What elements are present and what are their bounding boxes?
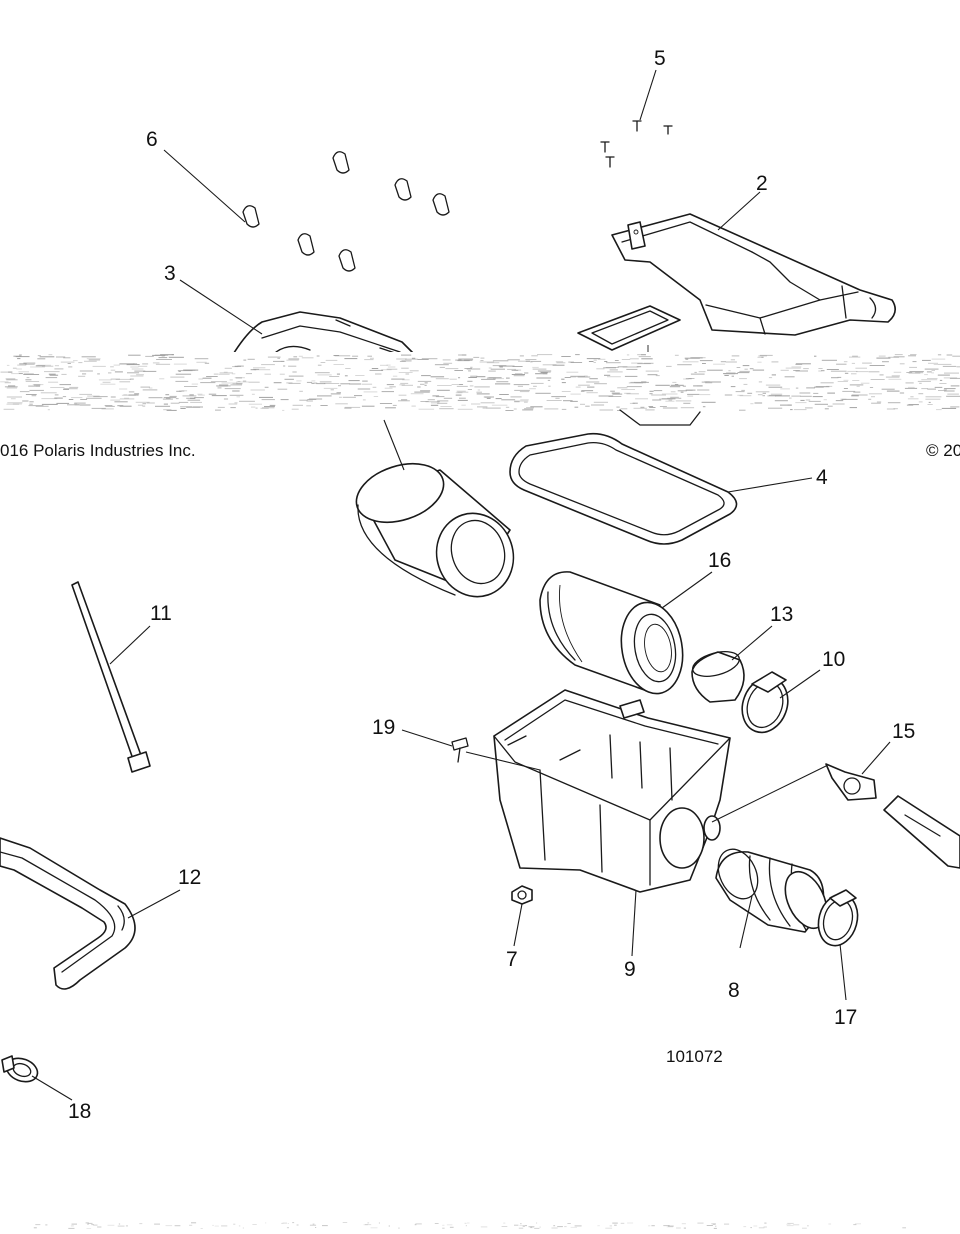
- callout-12: 12: [178, 866, 201, 889]
- leader-12: [127, 889, 181, 919]
- callout-8: 8: [728, 979, 740, 1002]
- clamp-17-drawing: [817, 889, 859, 947]
- cable-tie-drawing: [71, 581, 151, 773]
- screw-19-drawing: [451, 737, 469, 763]
- screws-drawing: [600, 120, 673, 168]
- leader-10: [779, 669, 821, 699]
- check-valve-drawing: [825, 763, 877, 801]
- callout-labels: 2 3 4 5 6 7 8 9 10 11 12 13 15 16 17 18 …: [68, 47, 915, 1123]
- leader-6: [163, 149, 246, 223]
- leader-11: [109, 625, 151, 665]
- sleeve-drawing: [691, 651, 745, 703]
- callout-2: 2: [756, 172, 768, 195]
- leader-4: [727, 477, 813, 493]
- callout-7: 7: [506, 948, 518, 971]
- callout-9: 9: [624, 958, 636, 981]
- callout-10: 10: [822, 648, 845, 671]
- leader-18: [31, 1075, 73, 1101]
- leader-lines: [31, 69, 891, 1101]
- intake-duct-drawing: [611, 213, 896, 336]
- callout-11: 11: [150, 602, 172, 625]
- leader-9: [631, 889, 637, 957]
- duct-gasket-drawing: [577, 305, 681, 358]
- callout-6: 6: [146, 128, 158, 151]
- leader-8: [739, 895, 753, 949]
- drain-hose-drawing: [0, 837, 136, 990]
- hose-clamp-drawing: [1, 1055, 39, 1083]
- air-box-base-drawing: [493, 689, 731, 893]
- callout-3: 3: [164, 262, 176, 285]
- leader-15-b: [711, 765, 827, 823]
- leader-19-b: [465, 751, 541, 771]
- callout-15: 15: [892, 720, 915, 743]
- leader-15: [861, 741, 891, 775]
- scan-noise-band: [0, 352, 960, 412]
- latch-clips-drawing: [242, 151, 450, 272]
- leader-2: [717, 191, 761, 231]
- callout-13: 13: [770, 603, 793, 626]
- hose-right-drawing: [883, 795, 960, 869]
- bottom-scan-artifact: [33, 1222, 906, 1229]
- leader-3-lower: [383, 419, 405, 471]
- copyright-right: © 20: [926, 441, 960, 460]
- leader-16: [661, 571, 713, 609]
- callout-19: 19: [372, 716, 395, 739]
- leader-13: [731, 625, 773, 661]
- leader-3: [179, 279, 263, 335]
- callout-16: 16: [708, 549, 731, 572]
- cover-seal-drawing: [509, 432, 738, 545]
- leader-17: [839, 943, 847, 1001]
- pre-filter-drawing: [355, 462, 515, 598]
- outlet-boot-drawing: [715, 848, 828, 933]
- callout-17: 17: [834, 1006, 857, 1029]
- leader-5: [639, 69, 657, 121]
- nut-drawing: [511, 885, 533, 905]
- callout-18: 18: [68, 1100, 91, 1123]
- callout-5: 5: [654, 47, 666, 70]
- leader-19: [401, 729, 453, 747]
- air-filter-drawing: [539, 571, 684, 695]
- callout-4: 4: [816, 466, 828, 489]
- copyright-left: 016 Polaris Industries Inc.: [0, 441, 196, 460]
- figure-number: 101072: [666, 1047, 723, 1066]
- leader-7: [513, 903, 523, 947]
- part-3-lower-edge: [619, 409, 701, 426]
- clamp-10-drawing: [741, 671, 789, 734]
